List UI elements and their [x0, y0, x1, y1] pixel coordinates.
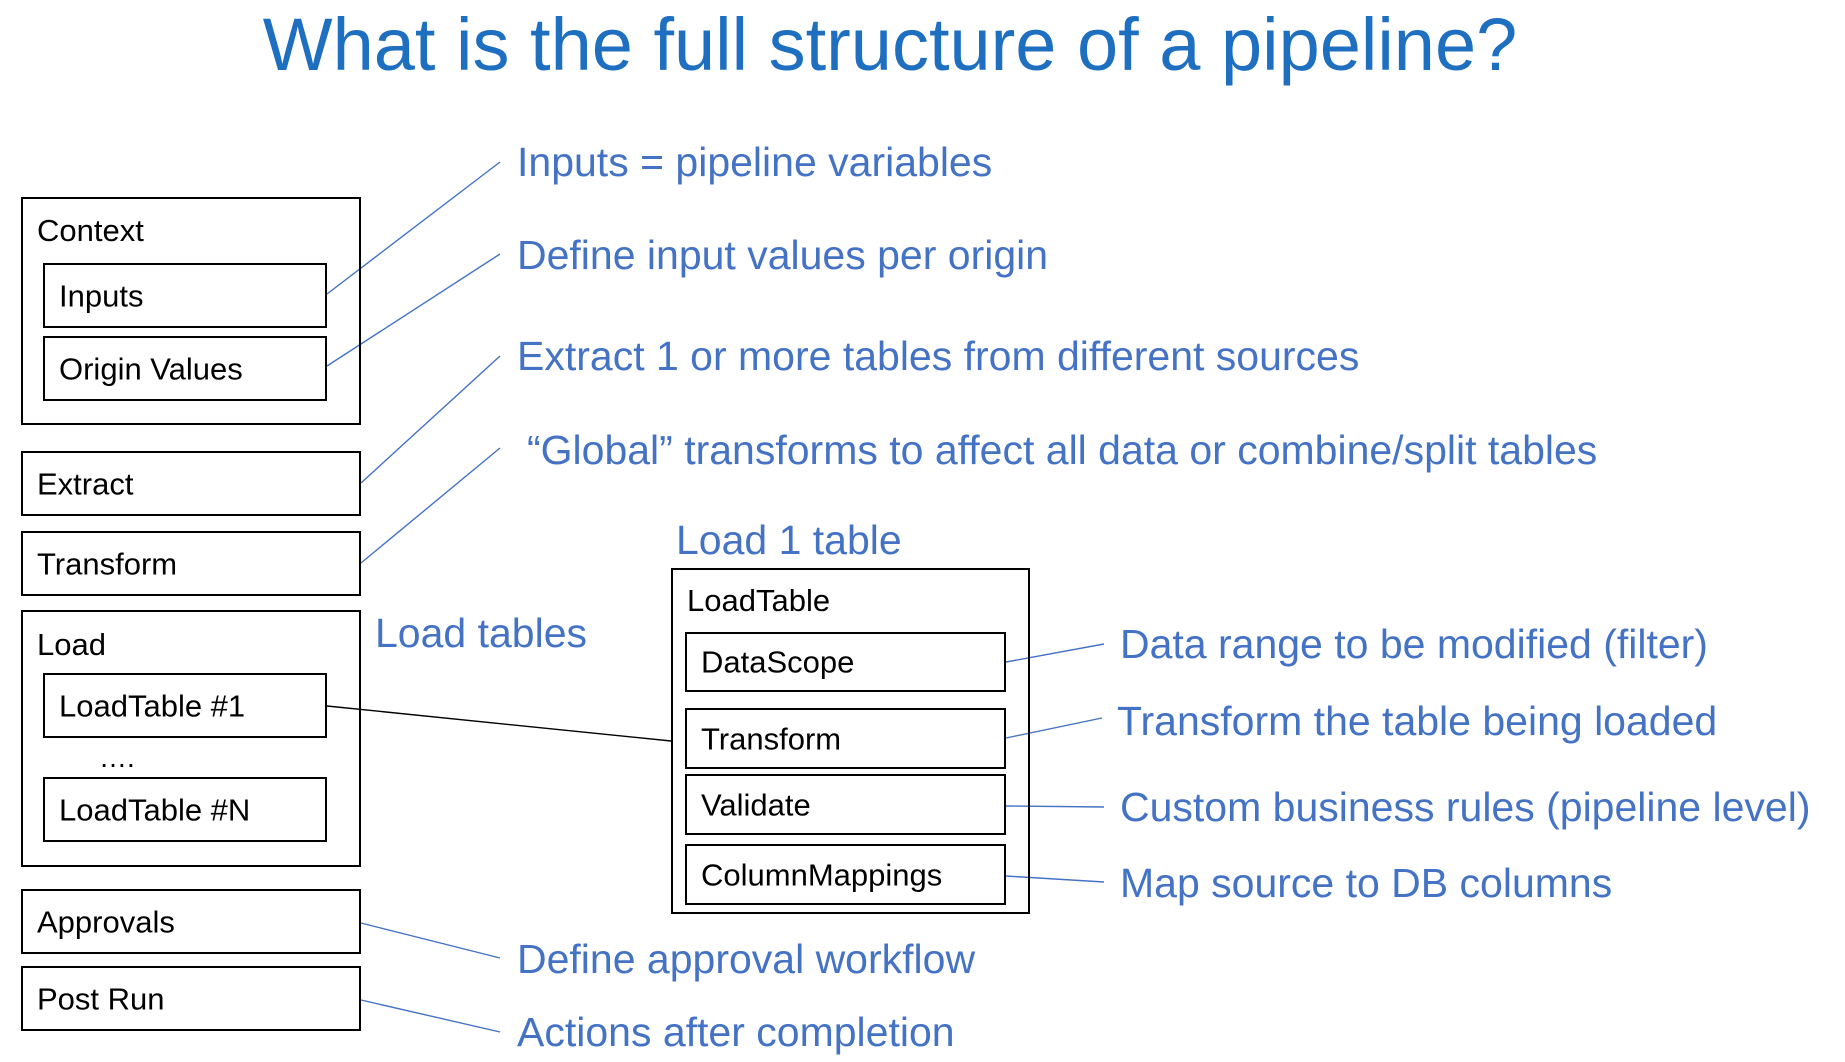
annotation-table-transform: Transform the table being loaded [1117, 698, 1718, 744]
connector-transform [360, 447, 501, 564]
data-scope-box: DataScope [685, 632, 1006, 692]
inputs-label: Inputs [59, 278, 144, 313]
annotation-inputs: Inputs = pipeline variables [517, 139, 993, 185]
connector-inputs [326, 161, 501, 295]
transform-box: Transform [21, 531, 361, 596]
validate-box: Validate [685, 774, 1006, 835]
extract-box: Extract [21, 451, 361, 516]
transform-label: Transform [37, 546, 178, 581]
load-label: Load [37, 627, 106, 662]
connector-extract [360, 355, 501, 484]
data-scope-label: DataScope [701, 644, 855, 680]
load-table-heading: Load 1 table [676, 517, 902, 563]
column-mappings-label: ColumnMappings [701, 857, 943, 892]
connector-post-run [360, 999, 501, 1033]
connector-column-mappings [1005, 875, 1105, 883]
table-transform-box: Transform [685, 708, 1006, 769]
connector-validate [1005, 805, 1105, 808]
approvals-label: Approvals [37, 904, 175, 939]
loadtable-detail-label: LoadTable [687, 583, 831, 618]
annotation-extract: Extract 1 or more tables from different … [517, 333, 1360, 379]
connector-loadtable [326, 705, 672, 742]
annotation-origin-values: Define input values per origin [517, 232, 1049, 278]
loadtable-ellipsis: …. [99, 742, 135, 773]
annotation-transform: “Global” transforms to affect all data o… [527, 427, 1598, 473]
loadtable-first-box: LoadTable #1 [43, 673, 327, 738]
page-title: What is the full structure of a pipeline… [262, 3, 1518, 86]
origin-values-box: Origin Values [43, 336, 327, 401]
connector-origin-values [326, 253, 501, 367]
annotation-post-run: Actions after completion [517, 1009, 955, 1055]
context-box: Context [21, 197, 361, 425]
annotation-load: Load tables [375, 610, 588, 656]
loadtable-first-label: LoadTable #1 [59, 688, 246, 723]
extract-label: Extract [37, 466, 134, 501]
loadtable-last-label: LoadTable #N [59, 792, 251, 827]
validate-label: Validate [701, 787, 811, 822]
connector-table-transform [1005, 717, 1103, 739]
context-label: Context [37, 213, 144, 248]
table-transform-label: Transform [701, 721, 842, 756]
load-box: Load [21, 610, 361, 867]
origin-values-label: Origin Values [59, 351, 243, 386]
post-run-label: Post Run [37, 981, 165, 1016]
connector-data-scope [1005, 643, 1105, 663]
column-mappings-box: ColumnMappings [685, 844, 1006, 905]
annotation-column-mappings: Map source to DB columns [1120, 860, 1613, 906]
inputs-box: Inputs [43, 263, 327, 328]
annotation-approvals: Define approval workflow [517, 936, 976, 982]
loadtable-detail-box: LoadTable [671, 568, 1030, 914]
post-run-box: Post Run [21, 966, 361, 1031]
connector-approvals [360, 922, 501, 959]
annotation-data-scope: Data range to be modified (filter) [1120, 621, 1708, 667]
approvals-box: Approvals [21, 889, 361, 954]
annotation-validate: Custom business rules (pipeline level) [1120, 784, 1811, 830]
loadtable-last-box: LoadTable #N [43, 777, 327, 842]
